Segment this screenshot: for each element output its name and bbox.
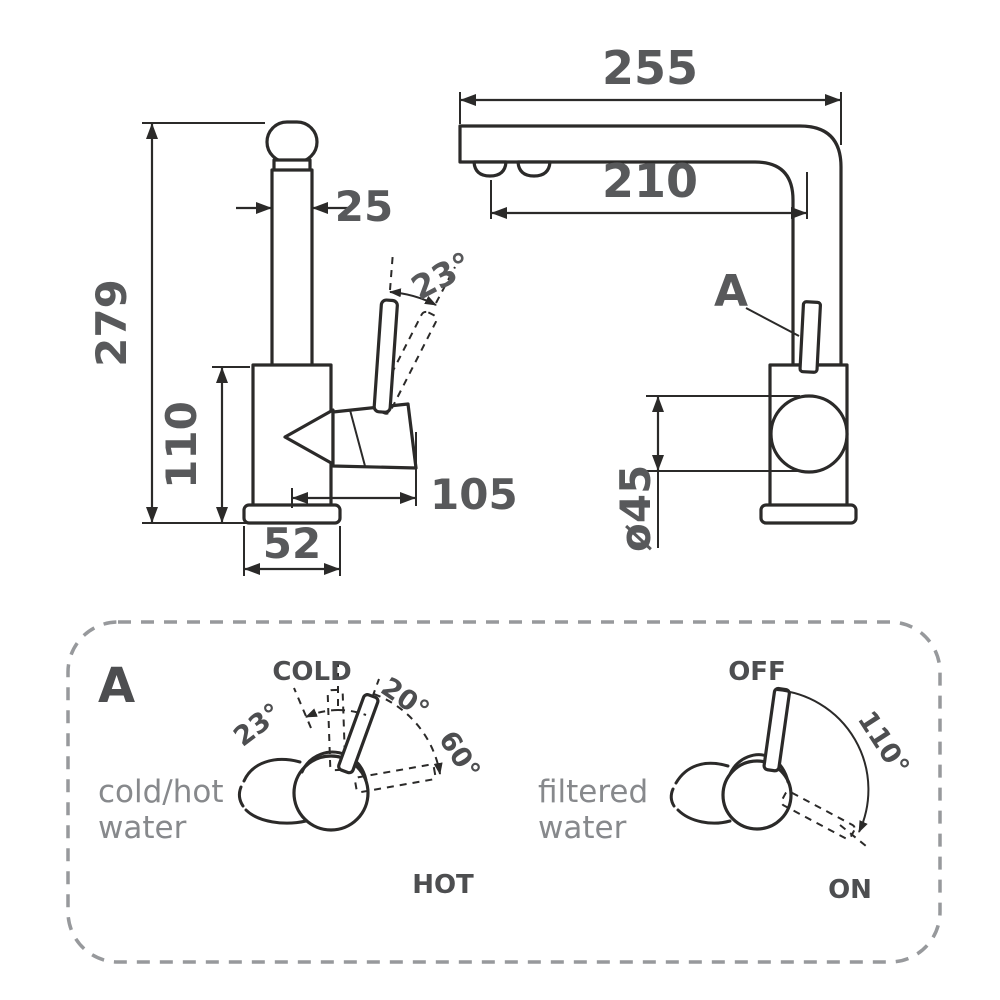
mixer-caption-line2: water xyxy=(98,810,187,846)
filter-body xyxy=(721,759,793,831)
mixer-spout-top xyxy=(242,758,302,783)
detail-panel-label: A xyxy=(98,658,135,714)
front-spout-cap xyxy=(265,120,319,164)
side-lever xyxy=(798,300,822,374)
side-view: 255 210 A ø45 xyxy=(458,41,858,552)
filter-lever xyxy=(762,686,791,773)
filter-detail: filtered water OFF ON 110° xyxy=(538,657,915,905)
mixer-arc-20 xyxy=(337,709,367,716)
front-lever-ray-2 xyxy=(435,266,456,304)
mixer-lever xyxy=(337,693,380,775)
front-handle-base-split xyxy=(349,409,366,467)
mixer-body xyxy=(292,754,370,832)
dim-52: 52 xyxy=(263,519,321,568)
detail-panel-border xyxy=(66,620,942,964)
side-handle-hub xyxy=(769,394,849,474)
mixer-detail: cold/hot water COLD HOT 20 xyxy=(98,657,486,900)
dim-210: 210 xyxy=(602,154,698,208)
mixer-angle-60: 60° xyxy=(432,726,486,786)
filter-spout-bottom xyxy=(676,808,732,825)
dim-279: 279 xyxy=(87,279,136,367)
dim-45: ø45 xyxy=(611,465,660,552)
filter-spout-end xyxy=(669,787,676,808)
mixer-arc-60 xyxy=(373,693,443,775)
front-view: 23° 279 110 25 105 52 xyxy=(87,120,518,576)
mixer-angle-20: 20° xyxy=(375,672,435,727)
side-base xyxy=(759,503,858,525)
mixer-caption-line1: cold/hot xyxy=(98,774,224,810)
side-aerator-2 xyxy=(516,160,552,178)
dim-255: 255 xyxy=(602,41,698,95)
front-angle-arc xyxy=(389,288,437,306)
front-handle-base xyxy=(331,402,418,470)
front-handle-angle-label: 23° xyxy=(405,244,478,308)
mixer-pos-cold: COLD xyxy=(272,657,351,687)
detail-ref-a: A xyxy=(714,266,748,317)
mixer-spout-bottom xyxy=(244,808,308,825)
front-spout-column xyxy=(270,168,314,369)
mixer-arc-23 xyxy=(305,708,339,718)
dim-25: 25 xyxy=(335,182,393,231)
filter-angle-110: 110° xyxy=(851,706,915,781)
mixer-spout-end xyxy=(237,785,245,808)
dim-110: 110 xyxy=(157,401,206,489)
filter-arc-110 xyxy=(776,689,870,833)
filter-caption-line2: water xyxy=(538,810,627,846)
filter-spout-top xyxy=(674,761,730,785)
mixer-ray-23 xyxy=(293,687,312,729)
detail-ref-leader xyxy=(745,307,800,337)
front-lever-dashed xyxy=(374,310,438,415)
side-aerator-1 xyxy=(472,160,508,178)
front-lever-ray-1 xyxy=(389,251,394,291)
filter-caption-line1: filtered xyxy=(538,774,648,810)
mixer-lever-cold-dashed xyxy=(326,688,347,772)
filter-lever-on-dashed xyxy=(780,790,856,840)
filter-ray-on xyxy=(839,824,867,847)
detail-panel: A cold/hot water COLD xyxy=(66,620,942,964)
front-lever xyxy=(372,298,399,414)
filter-pos-on: ON xyxy=(828,875,872,905)
mixer-pos-hot: HOT xyxy=(412,870,474,900)
mixer-angle-23: 23° xyxy=(228,697,287,752)
filter-pos-off: OFF xyxy=(728,657,786,687)
dim-105: 105 xyxy=(430,470,518,519)
